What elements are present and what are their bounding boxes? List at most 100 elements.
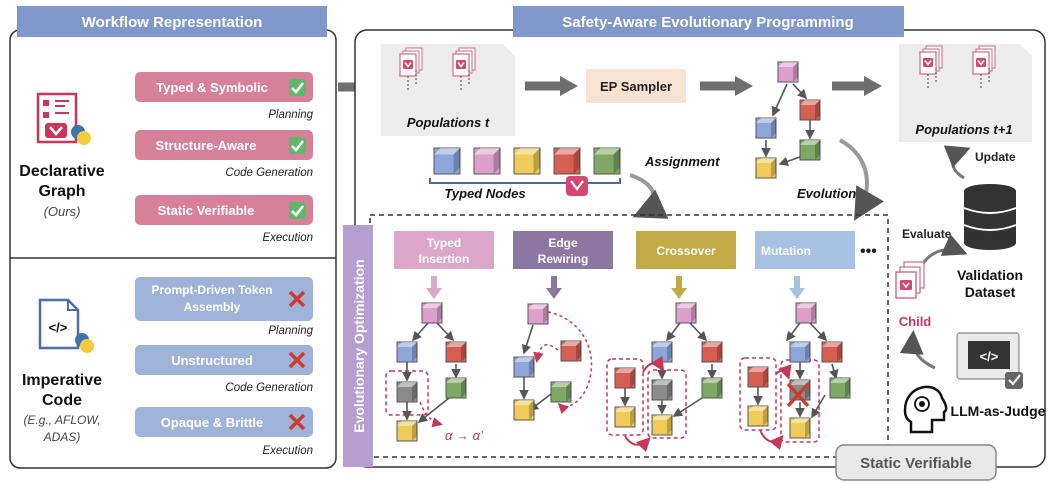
typed-nodes-badge xyxy=(566,176,588,196)
typed-node-green xyxy=(593,147,621,175)
op-line1: Crossover xyxy=(656,244,716,258)
assignment-label: Assignment xyxy=(644,154,720,169)
declarative-title-line1: Declarative xyxy=(19,163,104,180)
feature-label-line2: Assembly xyxy=(184,300,241,314)
alpha-label: α → α’ xyxy=(445,428,484,443)
typed-nodes-label: Typed Nodes xyxy=(444,186,525,201)
op-edge-rewiring: Edge Rewiring xyxy=(513,231,613,269)
cross-icon xyxy=(288,351,306,369)
op-mutation: Mutation xyxy=(755,231,855,269)
node-red xyxy=(701,341,723,363)
imperative-code-icon: </> xyxy=(38,298,94,353)
code-window-icon: </> xyxy=(956,332,1023,389)
feature-label: Static Verifiable xyxy=(158,203,255,218)
feature-label-line1: Unstructured xyxy=(171,353,253,368)
right-header-text: Safety-Aware Evolutionary Programming xyxy=(562,14,853,31)
node-green xyxy=(701,377,723,399)
database-icon xyxy=(963,184,1017,250)
node-blue xyxy=(396,341,418,363)
populations-t1-label: Populations t+1 xyxy=(915,122,1012,137)
ep-sampler-label: EP Sampler xyxy=(600,79,672,94)
evo-opt-side-bar xyxy=(343,225,373,467)
feature-label-line1: Prompt-Driven Token xyxy=(151,283,272,297)
check-icon xyxy=(289,137,306,154)
declarative-title-line2: Graph xyxy=(38,183,85,200)
left-header-text: Workflow Representation xyxy=(82,14,263,31)
typed-node-red xyxy=(553,147,581,175)
feature-caption: Planning xyxy=(268,109,313,121)
feature-structure-aware: Structure-Aware Code Generation xyxy=(135,130,313,179)
llm-judge-label: LLM-as-Judge xyxy=(951,403,1046,419)
delete-cross-icon xyxy=(786,382,810,408)
populations-t1: Populations t+1 xyxy=(899,44,1032,142)
node-yellow xyxy=(755,157,777,179)
static-verifiable-tag xyxy=(835,444,997,481)
node-blue xyxy=(651,341,673,363)
typed-node-blue xyxy=(433,147,461,175)
node-yellow xyxy=(651,414,673,436)
evolution-label: Evolution xyxy=(797,186,856,201)
feature-caption: Execution xyxy=(262,445,313,457)
feature-label-line1: Opaque & Brittle xyxy=(161,415,264,430)
node-pink xyxy=(675,302,697,324)
validation-line2: Dataset xyxy=(965,284,1016,300)
op-line2: Insertion xyxy=(419,252,470,266)
node-yellow xyxy=(614,406,636,428)
feature-caption: Planning xyxy=(268,325,313,337)
assignment-arrow xyxy=(629,173,669,219)
node-red xyxy=(445,341,467,363)
static-verifiable-label: Static Verifiable xyxy=(860,455,972,472)
child-arrow xyxy=(899,330,936,370)
node-red xyxy=(560,340,582,362)
declarative-graph-icon xyxy=(36,92,91,145)
update-label: Update xyxy=(975,150,1016,164)
node-pink xyxy=(795,302,817,324)
child-doc-icon xyxy=(895,261,925,299)
imperative-title-line1: Imperative xyxy=(22,372,102,389)
node-gray xyxy=(651,379,673,401)
update-arrow xyxy=(943,145,971,180)
node-yellow xyxy=(513,399,535,421)
typed-node-yellow xyxy=(513,147,541,175)
cross-icon xyxy=(288,290,306,308)
node-pink xyxy=(421,302,443,324)
populations-t: Populations t xyxy=(381,44,515,136)
feature-caption: Execution xyxy=(262,232,313,244)
feature-opaque-brittle: Opaque & Brittle Execution xyxy=(135,407,313,457)
child-label: Child xyxy=(899,314,932,329)
node-yellow xyxy=(747,405,769,427)
node-green xyxy=(799,139,821,161)
graph-mutation xyxy=(739,302,851,451)
evo-opt-label: Evolutionary Optimization xyxy=(351,259,367,432)
op-line2: Rewiring xyxy=(538,252,589,266)
arrow-to-pop-t1-head xyxy=(864,76,882,96)
feature-unstructured: Unstructured Code Generation xyxy=(135,345,313,394)
cross-icon xyxy=(288,413,306,431)
node-yellow xyxy=(396,420,418,442)
sampled-graph xyxy=(755,61,821,179)
node-green xyxy=(550,381,572,403)
node-pink xyxy=(777,61,799,83)
op-line1: Typed xyxy=(427,236,461,250)
feature-caption: Code Generation xyxy=(225,167,313,179)
left-header-bar xyxy=(17,6,327,37)
node-green xyxy=(829,377,851,399)
right-header-bar xyxy=(513,6,904,37)
llm-head-icon xyxy=(903,385,948,434)
graph-crossover xyxy=(606,302,723,453)
feature-static-verifiable: Static Verifiable Execution xyxy=(135,195,313,244)
feature-label: Structure-Aware xyxy=(156,138,257,153)
node-red xyxy=(747,366,769,388)
feature-typed-symbolic: Typed & Symbolic Planning xyxy=(135,72,314,121)
node-gray xyxy=(396,381,418,403)
more-operators-ellipsis: ••• xyxy=(860,243,877,260)
evolution-arrow xyxy=(838,138,884,221)
feature-prompt-driven: Prompt-Driven Token Assembly Planning xyxy=(135,277,314,337)
node-blue xyxy=(789,341,811,363)
feature-label: Typed & Symbolic xyxy=(156,80,268,95)
op-line1: Mutation xyxy=(761,244,811,258)
node-red xyxy=(614,367,636,389)
validation-line1: Validation xyxy=(957,267,1023,283)
